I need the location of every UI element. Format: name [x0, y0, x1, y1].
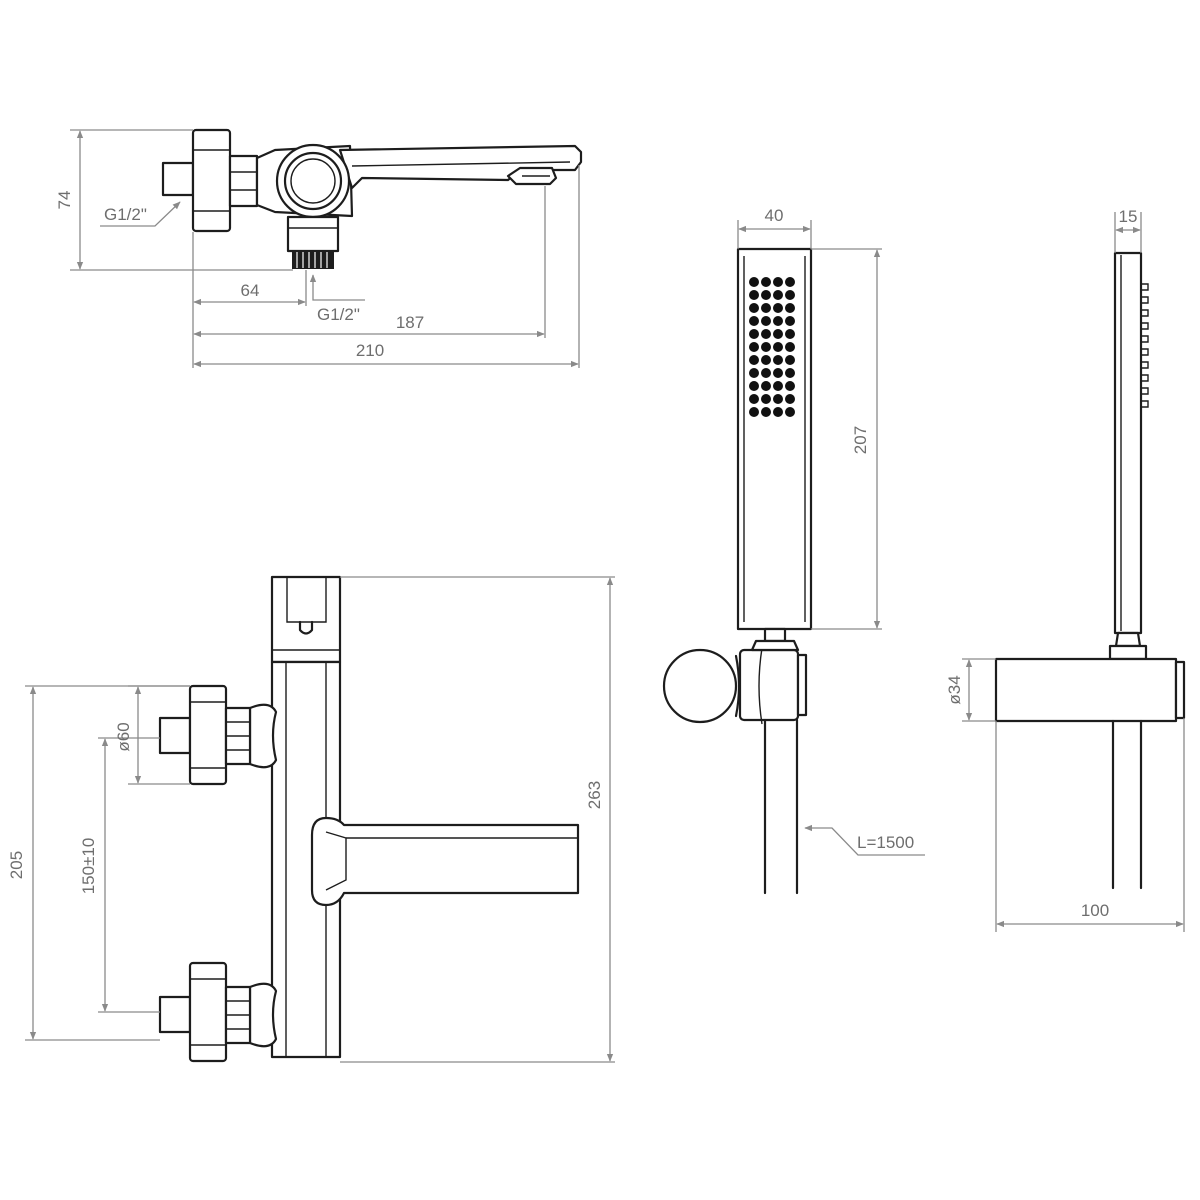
nozzle-dot — [761, 342, 771, 352]
dim-length-207: 207 — [851, 426, 870, 454]
lower-inlet-stub — [158, 995, 192, 1034]
label-inlet-thread: G1/2" — [104, 205, 147, 224]
upper-inlet-stub — [158, 716, 192, 755]
nozzle-dot — [761, 355, 771, 365]
nozzle-dot — [773, 290, 783, 300]
side-view: 15 ø34 100 — [945, 207, 1186, 932]
spout-front — [310, 816, 580, 907]
label-hose-length: L=1500 — [857, 833, 914, 852]
nozzle-dot — [761, 407, 771, 417]
upper-flange — [188, 684, 228, 786]
lower-connector — [248, 982, 278, 1048]
wall-flange — [191, 128, 232, 233]
nozzle-dot — [749, 303, 759, 313]
front-view: 263 205 150±10 ø60 — [7, 575, 615, 1063]
dim-depth-100: 100 — [1081, 901, 1109, 920]
nozzle-dot — [761, 303, 771, 313]
nozzle-dot — [785, 316, 795, 326]
nozzle-dot — [749, 342, 759, 352]
nozzle-dot — [785, 407, 795, 417]
dim-height-74: 74 — [55, 191, 74, 210]
nozzle-dot — [785, 277, 795, 287]
nozzle-dot — [761, 368, 771, 378]
dim-width-210: 210 — [356, 341, 384, 360]
nozzle-dot — [773, 342, 783, 352]
nozzle-dot — [761, 277, 771, 287]
nozzle-grid — [749, 277, 795, 417]
top-view: 74 G1/2" G1/2" 64 187 210 — [55, 128, 583, 368]
handset-body — [736, 247, 813, 631]
dim-flange-60: ø60 — [114, 722, 133, 751]
nozzle-profile — [1141, 283, 1149, 408]
hex-nut — [228, 154, 259, 208]
nozzle-dot — [749, 368, 759, 378]
holder-clip — [796, 653, 808, 717]
nozzle-dot — [785, 368, 795, 378]
nozzle-dot — [761, 290, 771, 300]
nozzle-dot — [773, 355, 783, 365]
nozzle-dot — [785, 329, 795, 339]
holder-knob — [662, 648, 738, 724]
handset-neck — [763, 627, 787, 643]
holder-block-side — [994, 657, 1178, 723]
nozzle-dot — [761, 329, 771, 339]
dim-centres-150: 150±10 — [79, 838, 98, 895]
handset-neck-side — [1114, 631, 1142, 648]
upper-connector — [248, 703, 278, 769]
nozzle-dot — [773, 381, 783, 391]
nozzle-dot — [773, 316, 783, 326]
wall-plate-side — [1174, 660, 1186, 720]
nozzle-dot — [749, 290, 759, 300]
nozzle-dot — [785, 290, 795, 300]
dim-reach-187: 187 — [396, 313, 424, 332]
nozzle-dot — [749, 355, 759, 365]
nozzle-dot — [761, 394, 771, 404]
shower-outlet — [286, 215, 340, 253]
nozzle-dot — [773, 407, 783, 417]
hand-shower-view: 40 207 L=1500 — [662, 206, 925, 895]
dim-thickness-15: 15 — [1119, 207, 1138, 226]
label-outlet-thread: G1/2" — [317, 305, 360, 324]
nozzle-dot — [749, 381, 759, 391]
inlet-stub — [161, 161, 195, 197]
dim-span-205: 205 — [7, 851, 26, 879]
nozzle-dot — [761, 316, 771, 326]
nozzle-dot — [785, 303, 795, 313]
holder-bracket — [738, 648, 800, 722]
nozzle-dot — [785, 342, 795, 352]
nozzle-dot — [749, 407, 759, 417]
nozzle-dot — [773, 394, 783, 404]
nozzle-dot — [773, 277, 783, 287]
lower-flange — [188, 961, 228, 1063]
outlet-thread — [292, 251, 334, 269]
nozzle-dot — [749, 394, 759, 404]
nozzle-dot — [773, 368, 783, 378]
nozzle-dot — [749, 277, 759, 287]
nozzle-dot — [773, 303, 783, 313]
nozzle-dot — [785, 355, 795, 365]
dim-height-263: 263 — [585, 781, 604, 809]
dim-offset-64: 64 — [241, 281, 260, 300]
nozzle-dot — [749, 329, 759, 339]
nozzle-dot — [773, 329, 783, 339]
nozzle-dot — [749, 316, 759, 326]
dim-holder-34: ø34 — [945, 675, 964, 704]
handset-side — [1113, 251, 1143, 635]
dim-width-40: 40 — [765, 206, 784, 225]
nozzle-dot — [785, 394, 795, 404]
nozzle-dot — [785, 381, 795, 391]
diverter-cap — [270, 575, 342, 664]
nozzle-dot — [761, 381, 771, 391]
